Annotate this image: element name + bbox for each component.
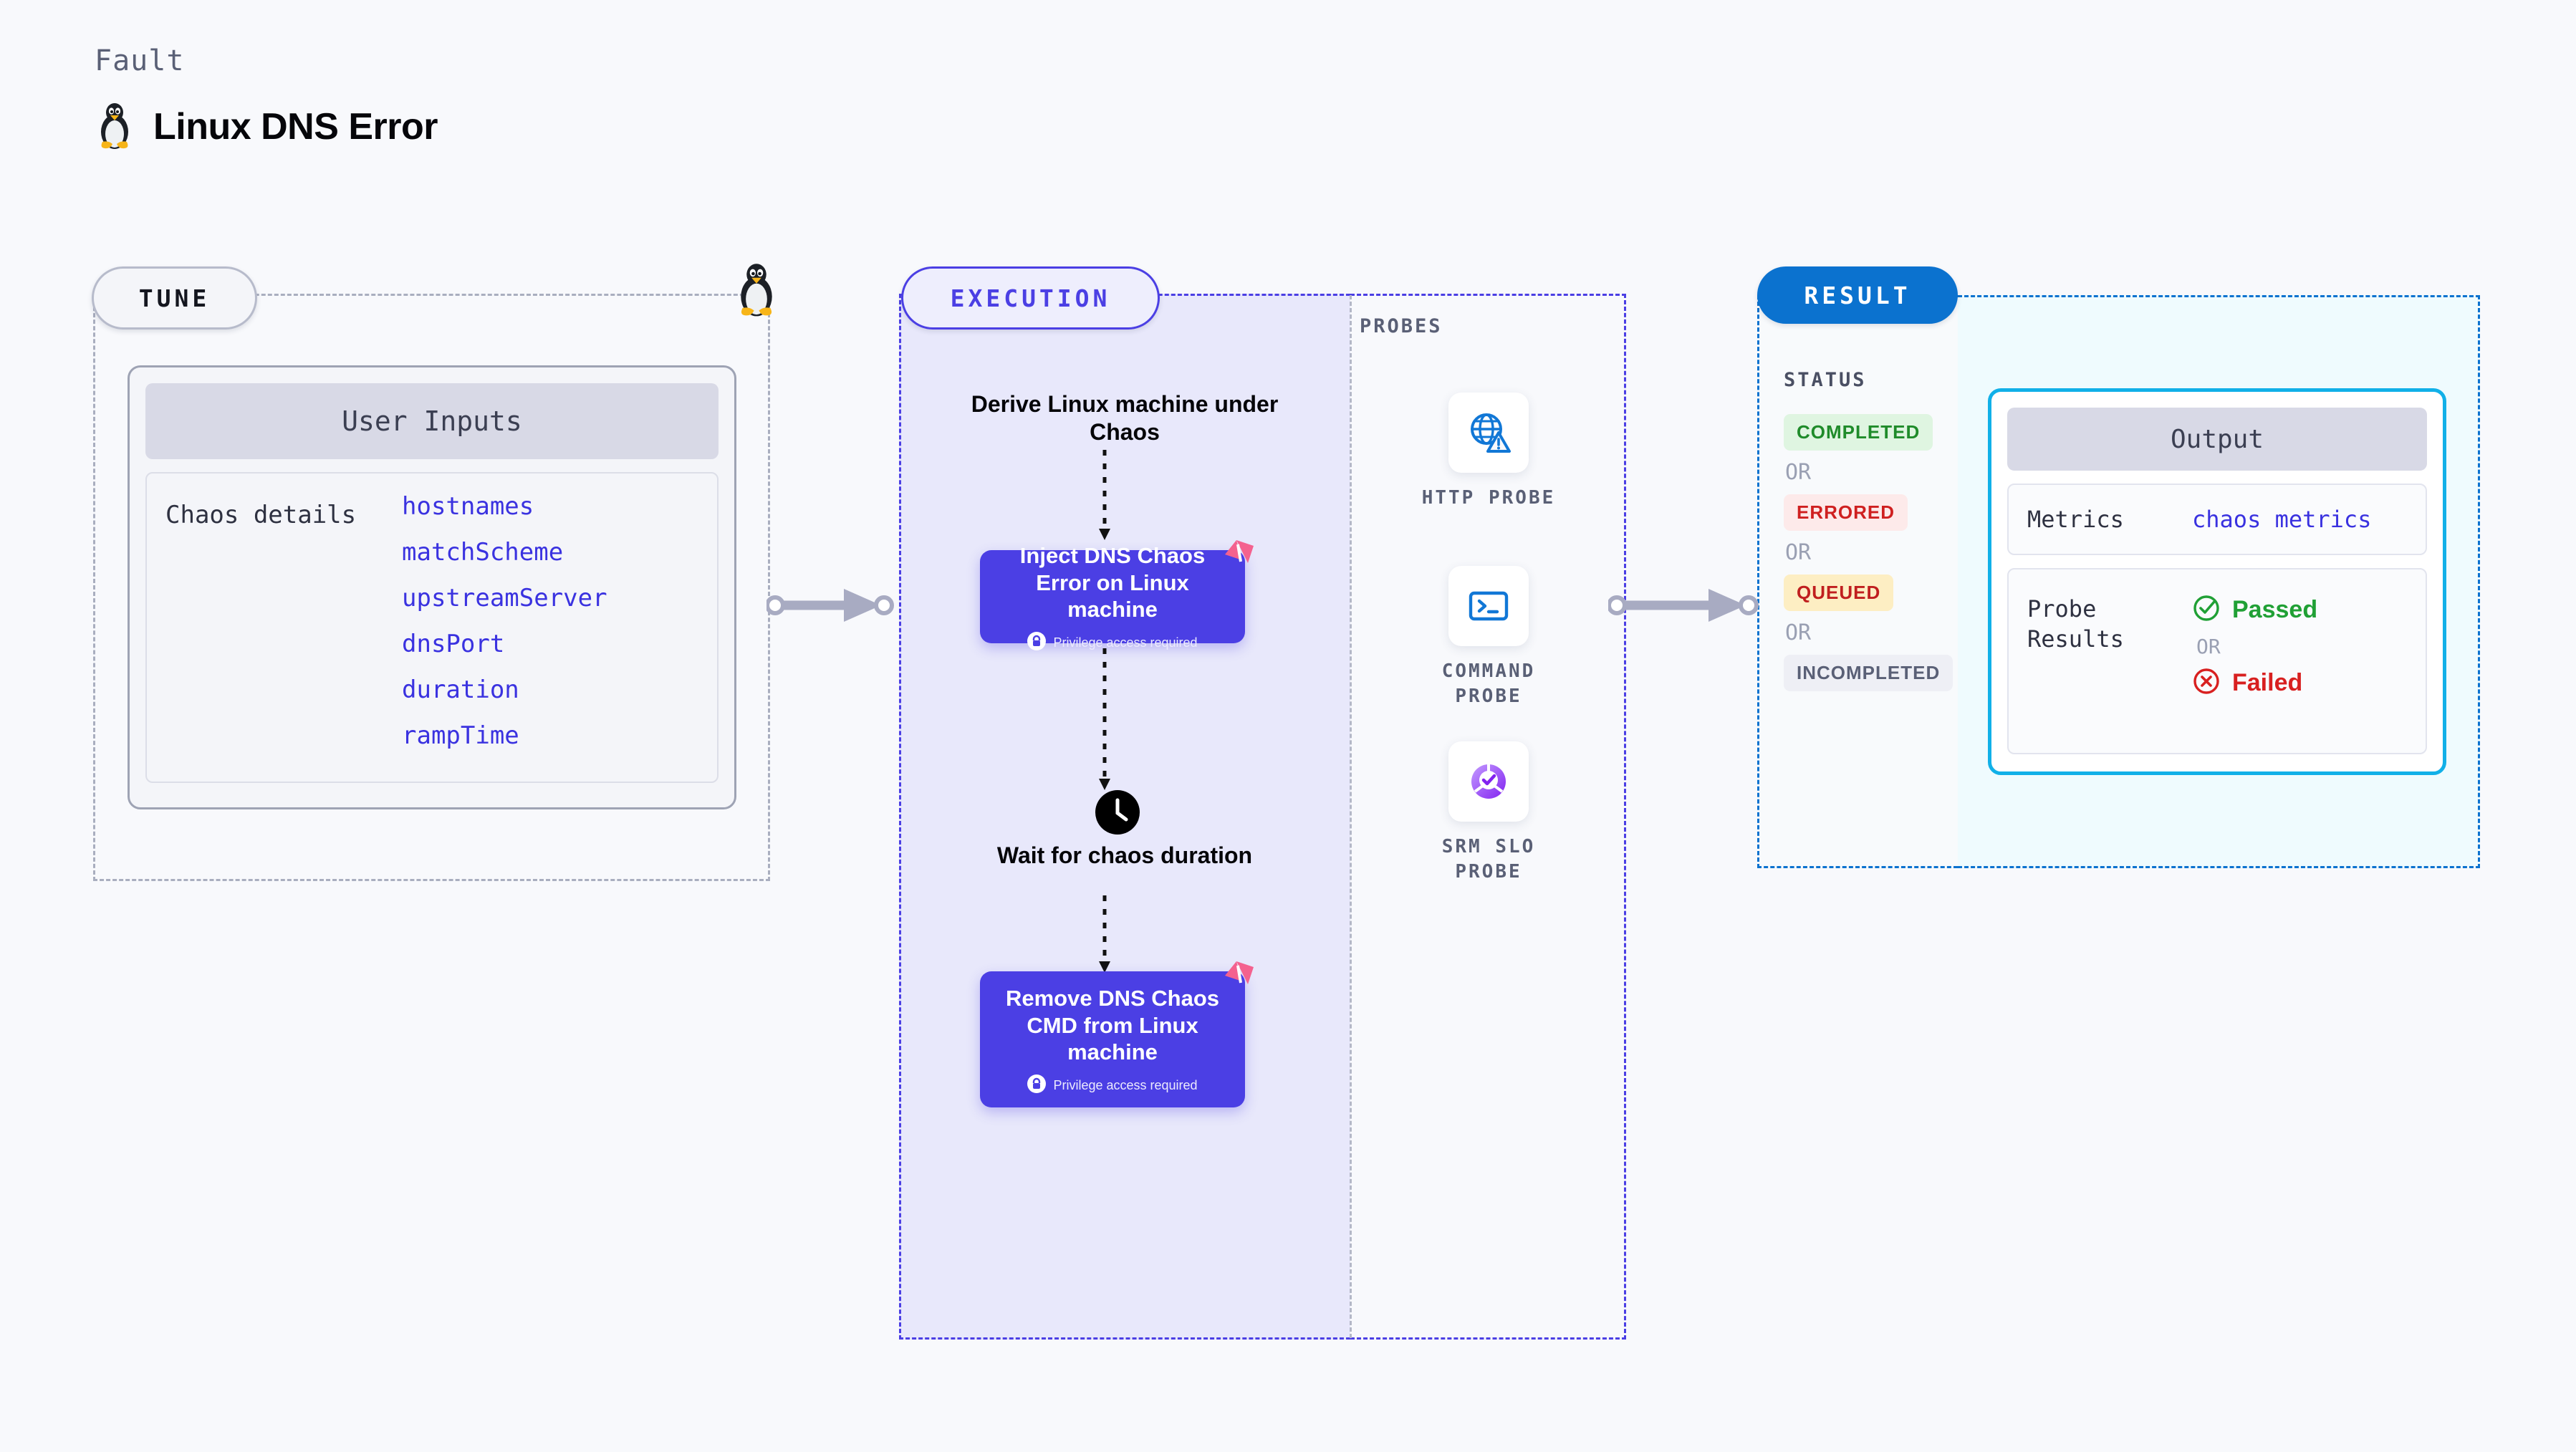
probe-http-label: HTTP PROBE	[1421, 487, 1556, 509]
user-inputs-body: Chaos details hostnames matchScheme upst…	[145, 472, 719, 783]
param-ramptime[interactable]: rampTime	[402, 721, 519, 750]
result-pill-label[interactable]: RESULT	[1757, 266, 1958, 324]
chaos-step-remove[interactable]: Remove DNS Chaos CMD from Linux machine …	[980, 961, 1254, 1107]
probe-result-or: OR	[2196, 635, 2221, 658]
clock-icon	[1095, 790, 1140, 838]
status-badge-completed: COMPLETED	[1784, 414, 1933, 451]
check-circle-icon	[2192, 594, 2221, 626]
page-header: Fault Linux DNS Error	[95, 44, 438, 150]
param-dnsport[interactable]: dnsPort	[402, 630, 505, 658]
flow-arrow-down	[1096, 648, 1113, 795]
probe-result-failed-label: Failed	[2232, 669, 2303, 696]
lock-icon	[1027, 632, 1047, 654]
status-badge-errored: ERRORED	[1784, 494, 1908, 531]
privilege-note: Privilege access required	[1027, 632, 1198, 654]
metrics-label: Metrics	[2027, 506, 2124, 533]
chaos-step-inject-title: Inject DNS Chaos Error on Linux machine	[1019, 542, 1206, 622]
metrics-value[interactable]: chaos metrics	[2192, 506, 2372, 533]
status-or-2: OR	[1785, 540, 1812, 565]
user-inputs-card: User Inputs Chaos details hostnames matc…	[128, 365, 736, 809]
param-matchscheme[interactable]: matchScheme	[402, 538, 564, 567]
output-header: Output	[2007, 408, 2427, 471]
wait-duration-label: Wait for chaos duration	[996, 842, 1253, 868]
slo-donut-check-icon	[1448, 741, 1529, 822]
chaos-step-remove-title: Remove DNS Chaos CMD from Linux machine	[1005, 985, 1220, 1065]
connector-tune-to-execution	[765, 582, 903, 633]
chaos-step-inject[interactable]: Inject DNS Chaos Error on Linux machine …	[980, 540, 1254, 651]
param-hostnames[interactable]: hostnames	[402, 492, 534, 521]
chaos-flag-icon	[1215, 957, 1256, 1002]
user-inputs-header: User Inputs	[145, 383, 719, 459]
status-or-3: OR	[1785, 620, 1812, 645]
status-or-1: OR	[1785, 460, 1812, 485]
privilege-note: Privilege access required	[1027, 1074, 1198, 1097]
probe-srm-slo-label: SRM SLO PROBE	[1441, 836, 1536, 883]
status-list: COMPLETED OR ERRORED OR QUEUED OR INCOMP…	[1784, 414, 1953, 691]
probe-result-passed: Passed	[2192, 594, 2317, 626]
flow-arrow-down	[1096, 895, 1113, 978]
flow-arrow-down	[1096, 450, 1113, 547]
probes-divider	[1350, 295, 1352, 1338]
globe-warning-icon	[1448, 393, 1529, 473]
probe-results-values: Passed OR Failed	[2192, 594, 2317, 753]
probe-results-row: Probe Results Passed OR	[2007, 568, 2427, 754]
probe-http[interactable]: HTTP PROBE	[1406, 393, 1571, 511]
chaos-params-list: hostnames matchScheme upstreamServer dns…	[402, 492, 607, 782]
status-badge-queued: QUEUED	[1784, 574, 1894, 611]
probe-result-passed-label: Passed	[2232, 596, 2318, 623]
probe-result-failed: Failed	[2192, 667, 2317, 699]
tux-penguin-icon	[95, 103, 135, 150]
param-upstreamserver[interactable]: upstreamServer	[402, 584, 607, 612]
privilege-note-text: Privilege access required	[1053, 635, 1198, 650]
chaos-flag-icon	[1215, 536, 1256, 581]
output-card: Output Metrics chaos metrics Probe Resul…	[1988, 388, 2446, 775]
tune-pill-label[interactable]: TUNE	[92, 266, 257, 330]
tux-penguin-icon	[734, 264, 779, 322]
param-duration[interactable]: duration	[402, 675, 519, 704]
x-circle-icon	[2192, 667, 2221, 699]
probe-srm-slo[interactable]: SRM SLO PROBE	[1406, 741, 1571, 885]
status-title: STATUS	[1784, 369, 1867, 391]
privilege-note-text: Privilege access required	[1053, 1078, 1198, 1093]
execution-pill-label[interactable]: EXECUTION	[901, 266, 1160, 330]
page-title: Linux DNS Error	[153, 106, 438, 148]
metrics-row: Metrics chaos metrics	[2007, 484, 2427, 555]
probe-results-label: Probe Results	[2027, 595, 2124, 653]
derive-machine-label: Derive Linux machine under Chaos	[971, 391, 1279, 446]
chaos-details-label: Chaos details	[165, 501, 357, 529]
probes-title: PROBES	[1360, 315, 1443, 337]
lock-icon	[1027, 1074, 1047, 1097]
page-title-row: Linux DNS Error	[95, 103, 438, 150]
probe-command-label: COMMAND PROBE	[1441, 660, 1536, 708]
fault-kicker: Fault	[95, 44, 185, 77]
status-badge-incompleted: INCOMPLETED	[1784, 655, 1953, 691]
probe-command[interactable]: COMMAND PROBE	[1406, 566, 1571, 709]
connector-probes-to-result	[1607, 582, 1766, 633]
terminal-icon	[1448, 566, 1529, 646]
tune-section-frame	[93, 294, 770, 881]
